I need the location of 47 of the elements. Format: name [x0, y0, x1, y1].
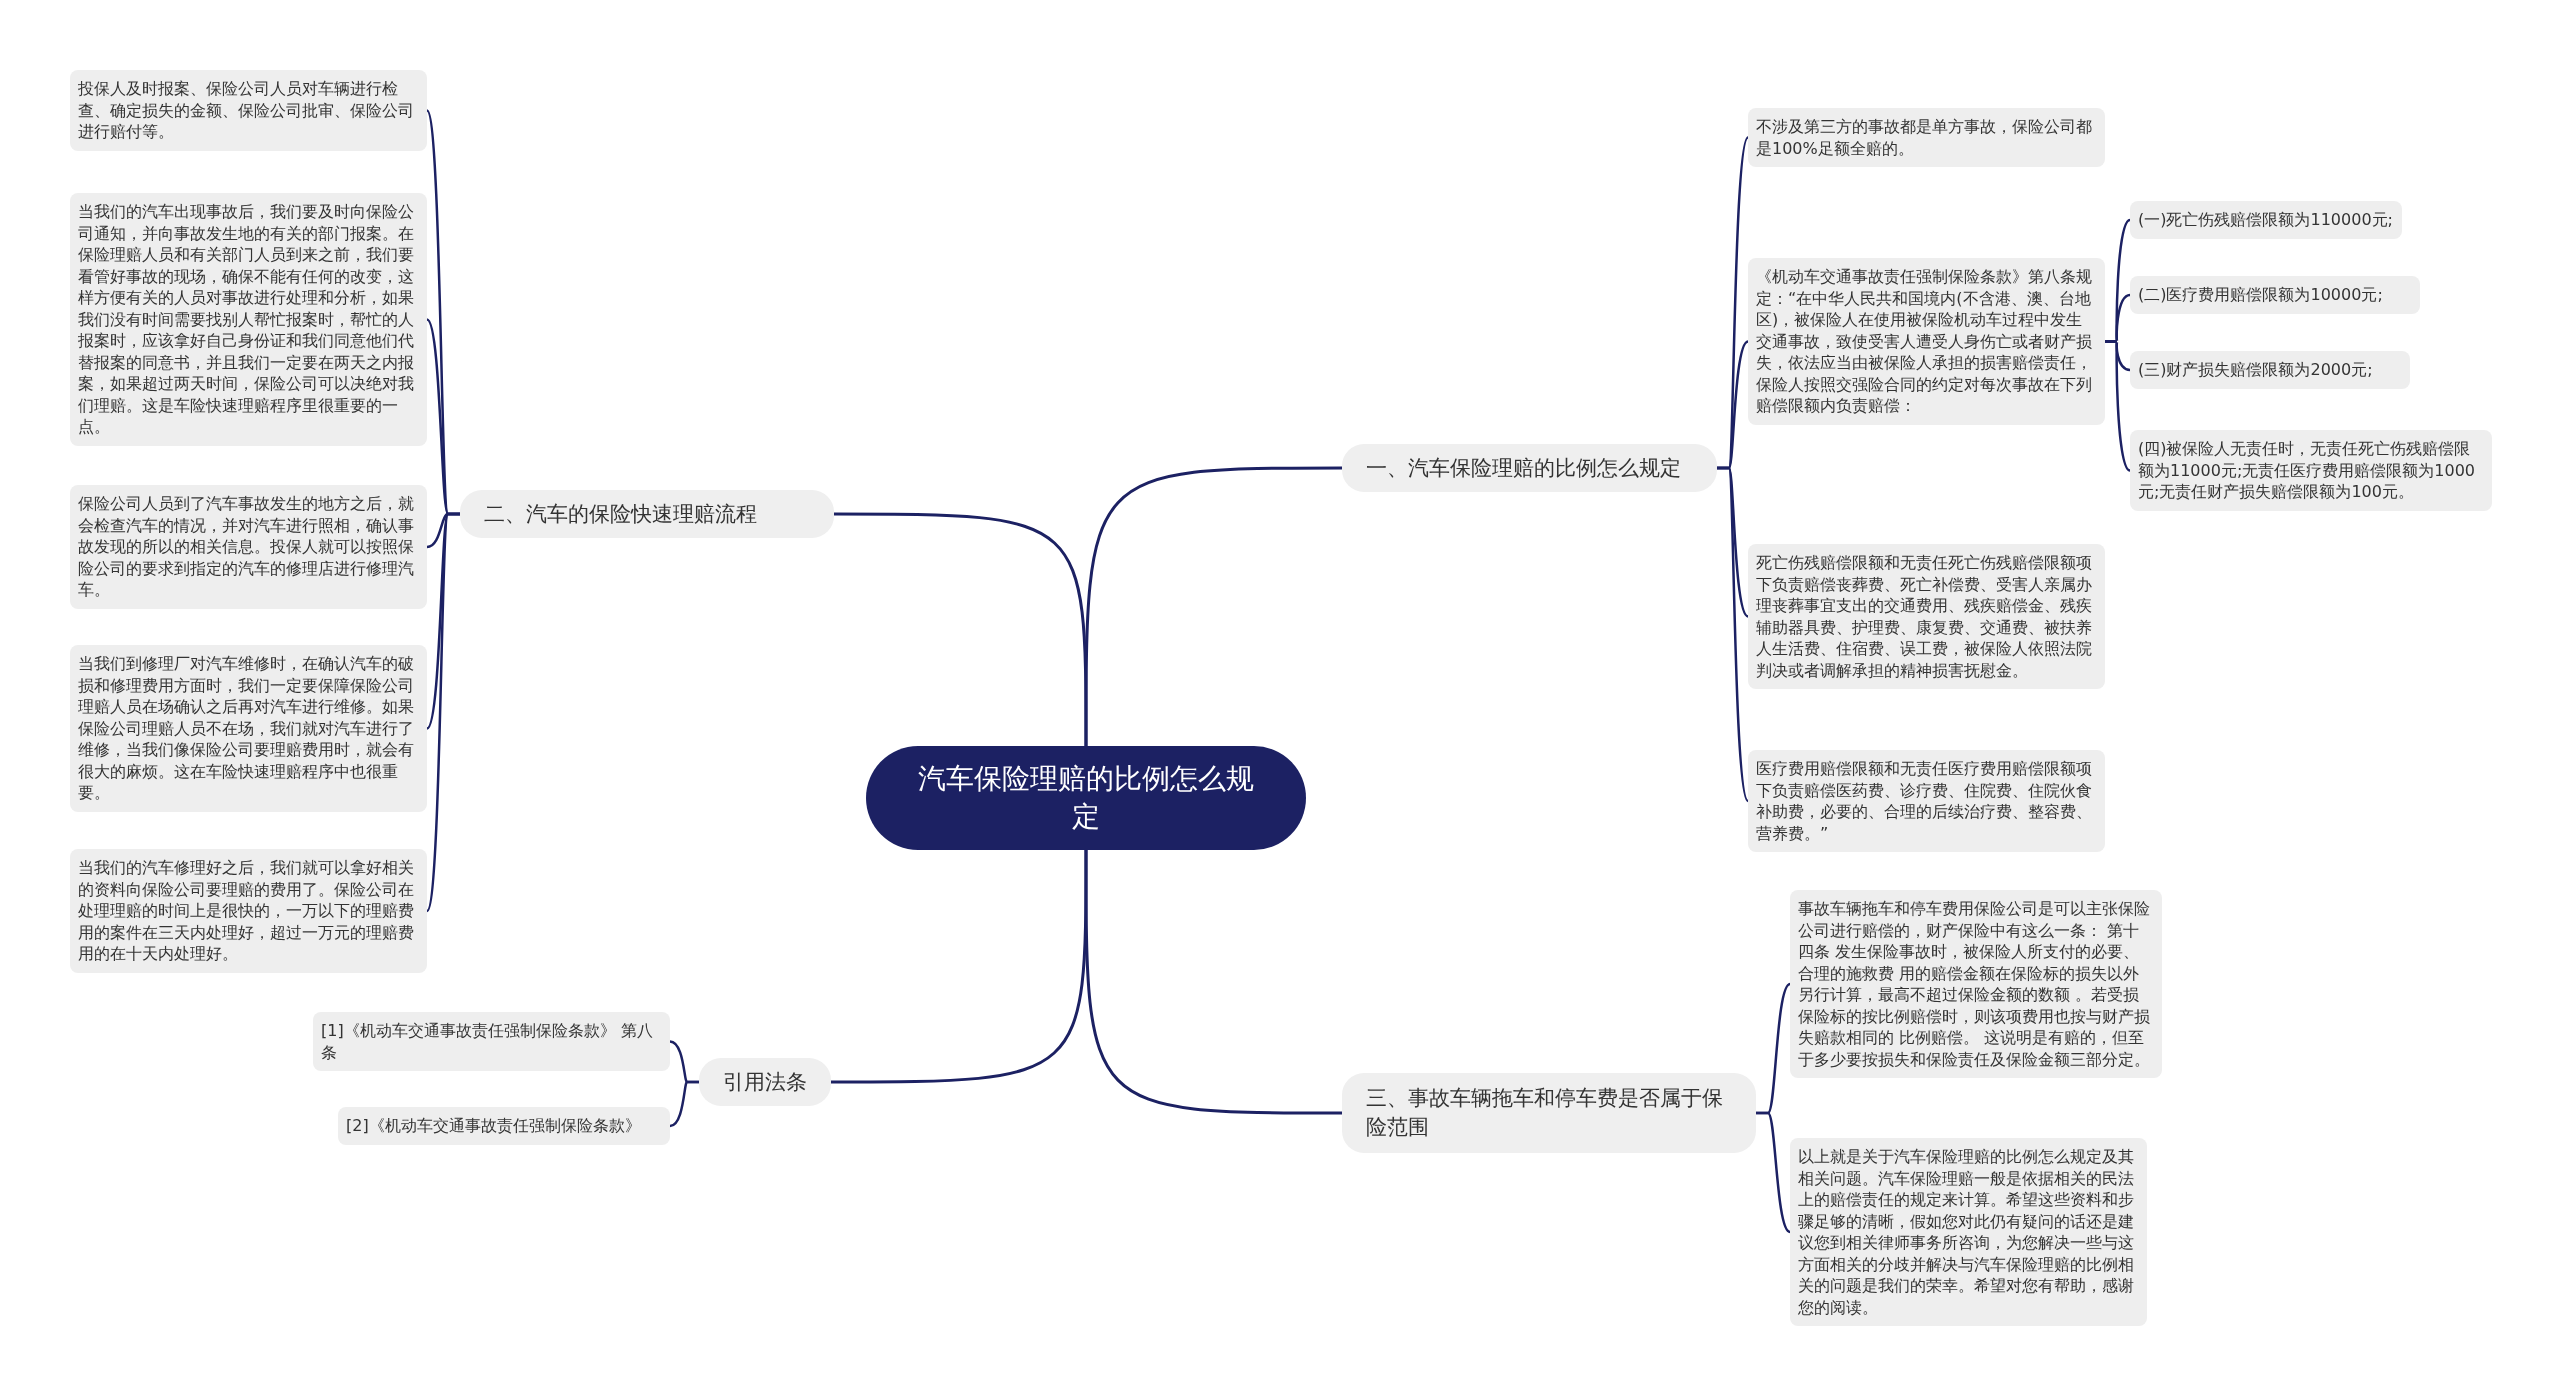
note-text: 当我们的汽车修理好之后，我们就可以拿好相关的资料向保险公司要理赔的费用了。保险公司在处理理赔的时间上是很快的，一万以下的理赔费用的案件在三天内处理好，超过一万元的理赔费用的在十天内处理好。	[78, 857, 415, 965]
note-text: 《机动车交通事故责任强制保险条款》第八条规定：“在中华人民共和国境内(不含港、澳、台地区)，被保险人在使用被保险机动车过程中发生交通事故，致使受害人遭受人身伤亡或者财产损失，依法应当由被保险人承担的损害赔偿责任，保险人按照交强险合同的约定对每次事故在下列赔偿限额内负责赔偿：	[1756, 266, 2093, 417]
branch-topic	[460, 490, 834, 538]
note-card	[2130, 201, 2402, 239]
note-text: (一)死亡伤残赔偿限额为110000元;	[2138, 209, 2394, 231]
note-text: 死亡伤残赔偿限额和无责任死亡伤残赔偿限额项下负责赔偿丧葬费、死亡补偿费、受害人亲属办理丧葬事宜支出的交通费用、残疾赔偿金、残疾辅助器具费、护理费、康复费、交通费、被扶养人生活费、住宿费、误工费，被保险人依照法院判决或者调解承担的精神损害抚慰金。	[1756, 552, 2093, 681]
note-card	[313, 1012, 670, 1071]
topic-text: 二、汽车的保险快速理赔流程	[484, 500, 757, 528]
note-card	[70, 849, 427, 973]
connector-line	[2105, 340, 2131, 472]
note-text: 当我们的汽车出现事故后，我们要及时向保险公司通知，并向事故发生地的有关的部门报案。在保险理赔人员和有关部门人员到来之前，我们要看管好事故的现场，确保不能有任何的改变，这样方便有关的人员对事故进行处理和分析，如果我们没有时间需要找别人帮忙报案时，帮忙的人报案时，应该拿好自己身份证和我们同意他们代替报案的同意书，并且我们一定要在两天之内报案，如果超过两天时间，保险公司可以决绝对我们理赔。这是车险快速理赔程序里很重要的一点。	[78, 201, 415, 438]
note-text: [1]《机动车交通事故责任强制保险条款》 第八条	[321, 1020, 654, 1063]
topic-text: 一、汽车保险理赔的比例怎么规定	[1366, 454, 1681, 482]
note-card	[70, 485, 427, 609]
branch-topic	[1342, 1073, 1756, 1153]
note-card	[70, 70, 427, 151]
note-card	[2130, 276, 2420, 314]
note-text: 保险公司人员到了汽车事故发生的地方之后，就会检查汽车的情况，并对汽车进行照相，确认事故发现的所以的相关信息。投保人就可以按照保险公司的要求到指定的汽车的修理店进行修理汽车。	[78, 493, 415, 601]
topic-text: 引用法条	[723, 1068, 807, 1096]
topic-text: 三、事故车辆拖车和停车费是否属于保险范围	[1366, 1085, 1724, 1141]
connector-line	[1084, 850, 1342, 1115]
connector-line	[1756, 1111, 1791, 1233]
note-text: 医疗费用赔偿限额和无责任医疗费用赔偿限额项下负责赔偿医药费、诊疗费、住院费、住院伙食补助费，必要的、合理的后续治疗费、整容费、营养费。”	[1756, 758, 2093, 844]
note-text: 以上就是关于汽车保险理赔的比例怎么规定及其相关问题。汽车保险理赔一般是依据相关的民法上的赔偿责任的规定来计算。希望这些资料和步骤足够的清晰，假如您对此仍有疑问的话还是建议您到相关律师事务所咨询，为您解决一些与这方面相关的分歧并解决与汽车保险理赔的比例相关的问题是我们的荣幸。希望对您有帮助，感谢您的阅读。	[1798, 1146, 2135, 1318]
connector-line	[669, 1080, 699, 1128]
connector-line	[425, 512, 460, 912]
note-text: 投保人及时报案、保险公司人员对车辆进行检查、确定损失的金额、保险公司批审、保险公司进行赔付等。	[78, 78, 415, 143]
connector-line	[834, 512, 1088, 746]
note-card	[2130, 430, 2492, 511]
note-text: 不涉及第三方的事故都是单方事故，保险公司都是100%足额全赔的。	[1756, 116, 2093, 159]
note-card	[2130, 351, 2410, 389]
connector-line	[1084, 466, 1342, 746]
topic-text: 汽车保险理赔的比例怎么规定	[917, 761, 1255, 835]
note-card	[1748, 544, 2105, 689]
note-text: [2]《机动车交通事故责任强制保险条款》	[346, 1115, 642, 1137]
note-text: 事故车辆拖车和停车费用保险公司是可以主张保险公司进行赔偿的，财产保险中有这么一条： 第十四条 发生保险事故时，被保险人所支付的必要、合理的施救费 用的赔偿金额在保险标的损失以外另行计算，最高不超过保险金额的数额 。若受损保险标的按比例赔偿时，则该项费用也按与财产损失赔款相同的 比例赔偿。 这说明是有赔的，但至于多少要按损失和保险责任及保险金额三部分定。	[1798, 898, 2151, 1070]
note-card	[338, 1107, 670, 1145]
branch-topic	[699, 1058, 831, 1106]
note-card	[1748, 750, 2105, 852]
note-text: (二)医疗费用赔偿限额为10000元;	[2138, 284, 2384, 306]
branch-topic	[1342, 444, 1717, 492]
note-text: 当我们到修理厂对汽车维修时，在确认汽车的破损和修理费用方面时，我们一定要保障保险公司理赔人员在场确认之后再对汽车进行维修。如果保险公司理赔人员不在场，我们就对汽车进行了维修，当我们像保险公司要理赔费用时，就会有很大的麻烦。这在车险快速理赔程序中也很重要。	[78, 653, 415, 804]
note-text: (三)财产损失赔偿限额为2000元;	[2138, 359, 2374, 381]
connector-line	[1717, 466, 1750, 802]
note-text: (四)被保险人无责任时，无责任死亡伤残赔偿限额为11000元;无责任医疗费用赔偿限额为1000元;无责任财产损失赔偿限额为100元。	[2138, 438, 2476, 503]
note-card	[1748, 108, 2105, 167]
connector-line	[831, 850, 1088, 1084]
